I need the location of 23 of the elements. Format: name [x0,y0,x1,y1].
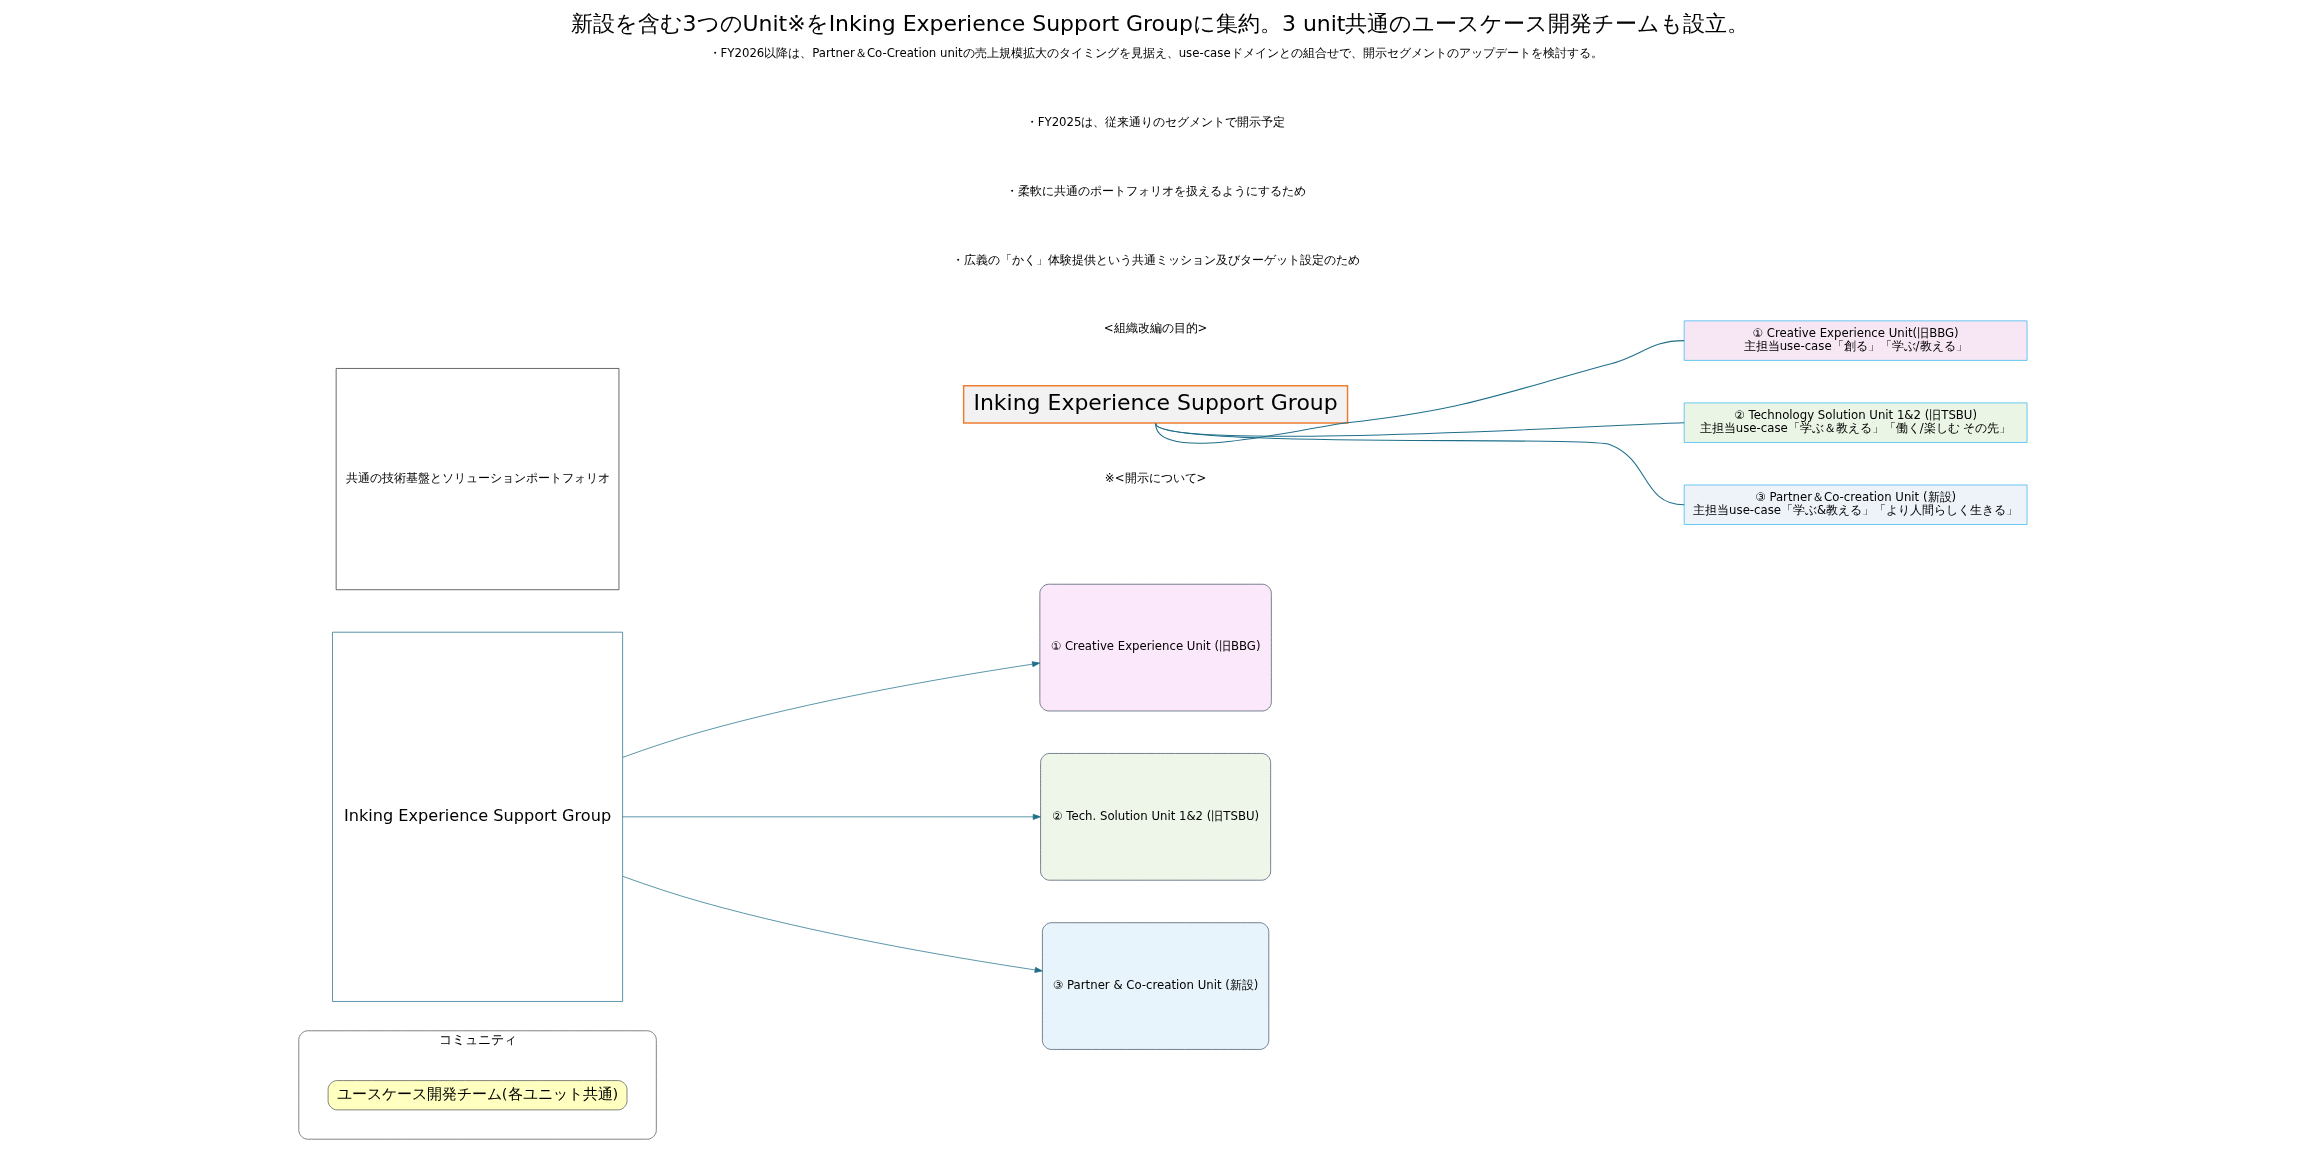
arrow [622,875,1043,973]
node-box: ユースケース開発チーム(各ユニット共通) [327,1080,628,1111]
label: <組織改編の目的> [1103,321,1208,336]
node-box: ② Tech. Solution Unit 1&2 (旧TSBU) [1040,753,1271,881]
label: ・FY2025は、従来通りのセグメントで開示予定 [1025,114,1286,129]
node-box: Inking Experience Support Group [962,384,1349,424]
label: ・柔軟に共通のポートフォリオを扱えるようにするため [1005,183,1306,198]
arrow [622,661,1041,758]
node-box: ② Technology Solution Unit 1&2 (旧TSBU) 主担当use-case「学ぶ＆教える」「働く/楽しむ その先」 [1683,402,2028,443]
connector [1155,340,1685,444]
node-box: Inking Experience Support Group [332,631,623,1002]
node-box: ③ Partner & Co-creation Unit (新設) [1042,922,1270,1050]
diagram-title: 新設を含む3つのUnit※をInking Experience Support Groupに集約。3 unit共通のユースケース開発チームも設立。 [570,11,1750,37]
label: ・広義の「かく」体験提供という共通ミッション及びターゲット設定のため [951,252,1360,267]
arrow [622,813,1041,820]
connector [1155,422,1685,437]
node-box: ① Creative Experience Unit(旧BBG) 主担当use-case「創る」「学ぶ/教える」 [1683,320,2028,361]
connector [1155,422,1685,506]
label: ・FY2026以降は、Partner＆Co-Creation unitの売上規模拡大のタイミングを見据え、use-caseドメインとの組合せで、開示セグメントのアップデートを検討する。 [708,45,1603,60]
node-box: ③ Partner＆Co-creation Unit (新設) 主担当use-case「学ぶ&教える」「より人間らしく生きる」 [1683,484,2028,525]
node-box: ① Creative Experience Unit (旧BBG) [1039,583,1272,712]
label: ※<開示について> [1104,470,1207,485]
node-box: 共通の技術基盤とソリューションポートフォリオ [335,368,620,591]
